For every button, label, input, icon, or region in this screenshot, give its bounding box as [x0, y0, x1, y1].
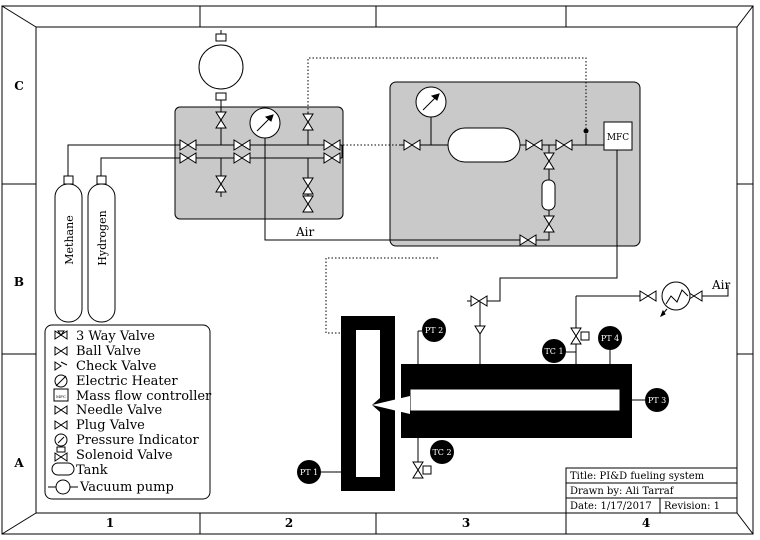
valve-vent-bottom [302, 195, 314, 213]
plug-valve-icon [54, 420, 68, 430]
legend-item-ball-valve: Ball Valve [76, 344, 141, 359]
title-block-date: Date: 1/17/2017 [570, 501, 652, 512]
air-label-heater: Air [711, 278, 731, 292]
tank-icon [51, 462, 75, 476]
pressure-indicator-mfc [415, 86, 447, 118]
ball-valve-hydrogen [179, 152, 197, 164]
instruments [297, 318, 669, 484]
valves [179, 111, 703, 479]
ball-valve-tank-outlet [525, 139, 543, 151]
legend-item-3-way-valve: 3 Way Valve [76, 329, 155, 344]
title-block-title: Title: PI&D fueling system [570, 471, 705, 482]
solenoid-actuator [580, 331, 590, 341]
air-label-panel: Air [295, 225, 315, 239]
pt2-label: PT 2 [425, 326, 443, 335]
title-block [565, 467, 738, 514]
legend-item-plug-valve: Plug Valve [76, 418, 145, 433]
check-valve-mfc [555, 139, 573, 151]
pt4-label: PT 4 [601, 334, 619, 343]
mfc-panel [389, 81, 641, 247]
methane-label: Methane [63, 215, 76, 264]
three-way-valve-chamber [470, 295, 488, 307]
legend-item-mass-flow-controller: Mass flow controller [76, 389, 212, 404]
three-way-valve-icon [54, 330, 68, 340]
legend-item-pressure-indicator: Pressure Indicator [76, 433, 199, 448]
valve-tank-small-bottom [543, 215, 555, 233]
pressure-indicator-manifold [249, 107, 281, 139]
column-label-1: 1 [106, 516, 114, 530]
solenoid-valve-icon [54, 446, 68, 462]
row-label-c: C [14, 79, 24, 93]
valve-vacuum-bottom [215, 175, 227, 193]
combustion-chamber [341, 316, 632, 491]
mfc-label: MFC [607, 133, 629, 143]
legend-box [44, 324, 211, 500]
frame-labels: 1 2 3 4 C B A [13, 79, 650, 530]
check-valve-air [519, 234, 537, 246]
column-label-4: 4 [642, 516, 650, 530]
tc1-label: TC 1 [544, 347, 563, 356]
row-label-b: B [14, 275, 24, 289]
hydrogen-label: Hydrogen [96, 210, 109, 265]
vacuum-pump-icon [48, 479, 78, 495]
pressure-indicator-icon [54, 433, 68, 447]
vacuum-pump [198, 30, 244, 101]
solenoid-valve-chamber [570, 327, 582, 345]
tc2-label: TC 2 [432, 448, 451, 457]
drawing-frame [1, 5, 754, 535]
solenoid-indicator [583, 128, 589, 134]
title-block-drawn-by: Drawn by: Ali Tarraf [570, 486, 675, 497]
plug-valve-2 [233, 152, 251, 164]
column-label-3: 3 [462, 516, 470, 530]
electric-heater-icon [54, 374, 68, 388]
valve-vent-mid [302, 177, 314, 195]
ball-valve-methane [179, 139, 197, 151]
check-valve-icon [54, 361, 68, 371]
needle-valve-1 [323, 139, 341, 151]
row-label-a: A [13, 456, 24, 470]
valve-vacuum-top [215, 111, 227, 129]
valve-tank-small-top [543, 152, 555, 170]
legend-icons [48, 330, 78, 495]
mass-flow-controller-icon [53, 388, 69, 402]
valve-vent-top [302, 113, 314, 131]
ball-valve-mfc-inlet [403, 139, 421, 151]
hydrogen-cylinder [87, 175, 116, 323]
pt3-label: PT 3 [648, 396, 666, 405]
plug-valve-1 [233, 139, 251, 151]
legend-item-vacuum-pump: Vacuum pump [79, 480, 174, 495]
mass-flow-controller [603, 121, 633, 151]
ball-valve-icon [54, 346, 68, 356]
tank-small [541, 179, 556, 211]
legend-item-electric-heater: Electric Heater [76, 374, 178, 389]
check-valve-chamber [474, 325, 486, 335]
legend-mfc-icon-text: MFC [56, 394, 66, 399]
solenoid-actuator-2 [422, 465, 432, 475]
signal-lines [307, 57, 587, 334]
needle-valve-2 [323, 152, 341, 164]
legend-item-solenoid-valve: Solenoid Valve [76, 448, 173, 463]
needle-valve-icon [54, 405, 68, 415]
column-label-2: 2 [285, 516, 293, 530]
ball-valve-heater-inlet [639, 290, 657, 302]
title-block-revision: Revision: 1 [664, 501, 720, 512]
legend-item-tank: Tank [76, 463, 108, 478]
pt1-label: PT 1 [300, 468, 318, 477]
legend-item-needle-valve: Needle Valve [76, 403, 163, 418]
electric-heater [660, 281, 691, 318]
tank-main [447, 127, 521, 163]
solenoid-valve-pt1 [412, 461, 424, 479]
legend-item-check-valve: Check Valve [76, 359, 157, 374]
methane-cylinder [54, 175, 83, 323]
legend-labels: 3 Way Valve Ball Valve Check Valve Elect… [76, 329, 212, 495]
